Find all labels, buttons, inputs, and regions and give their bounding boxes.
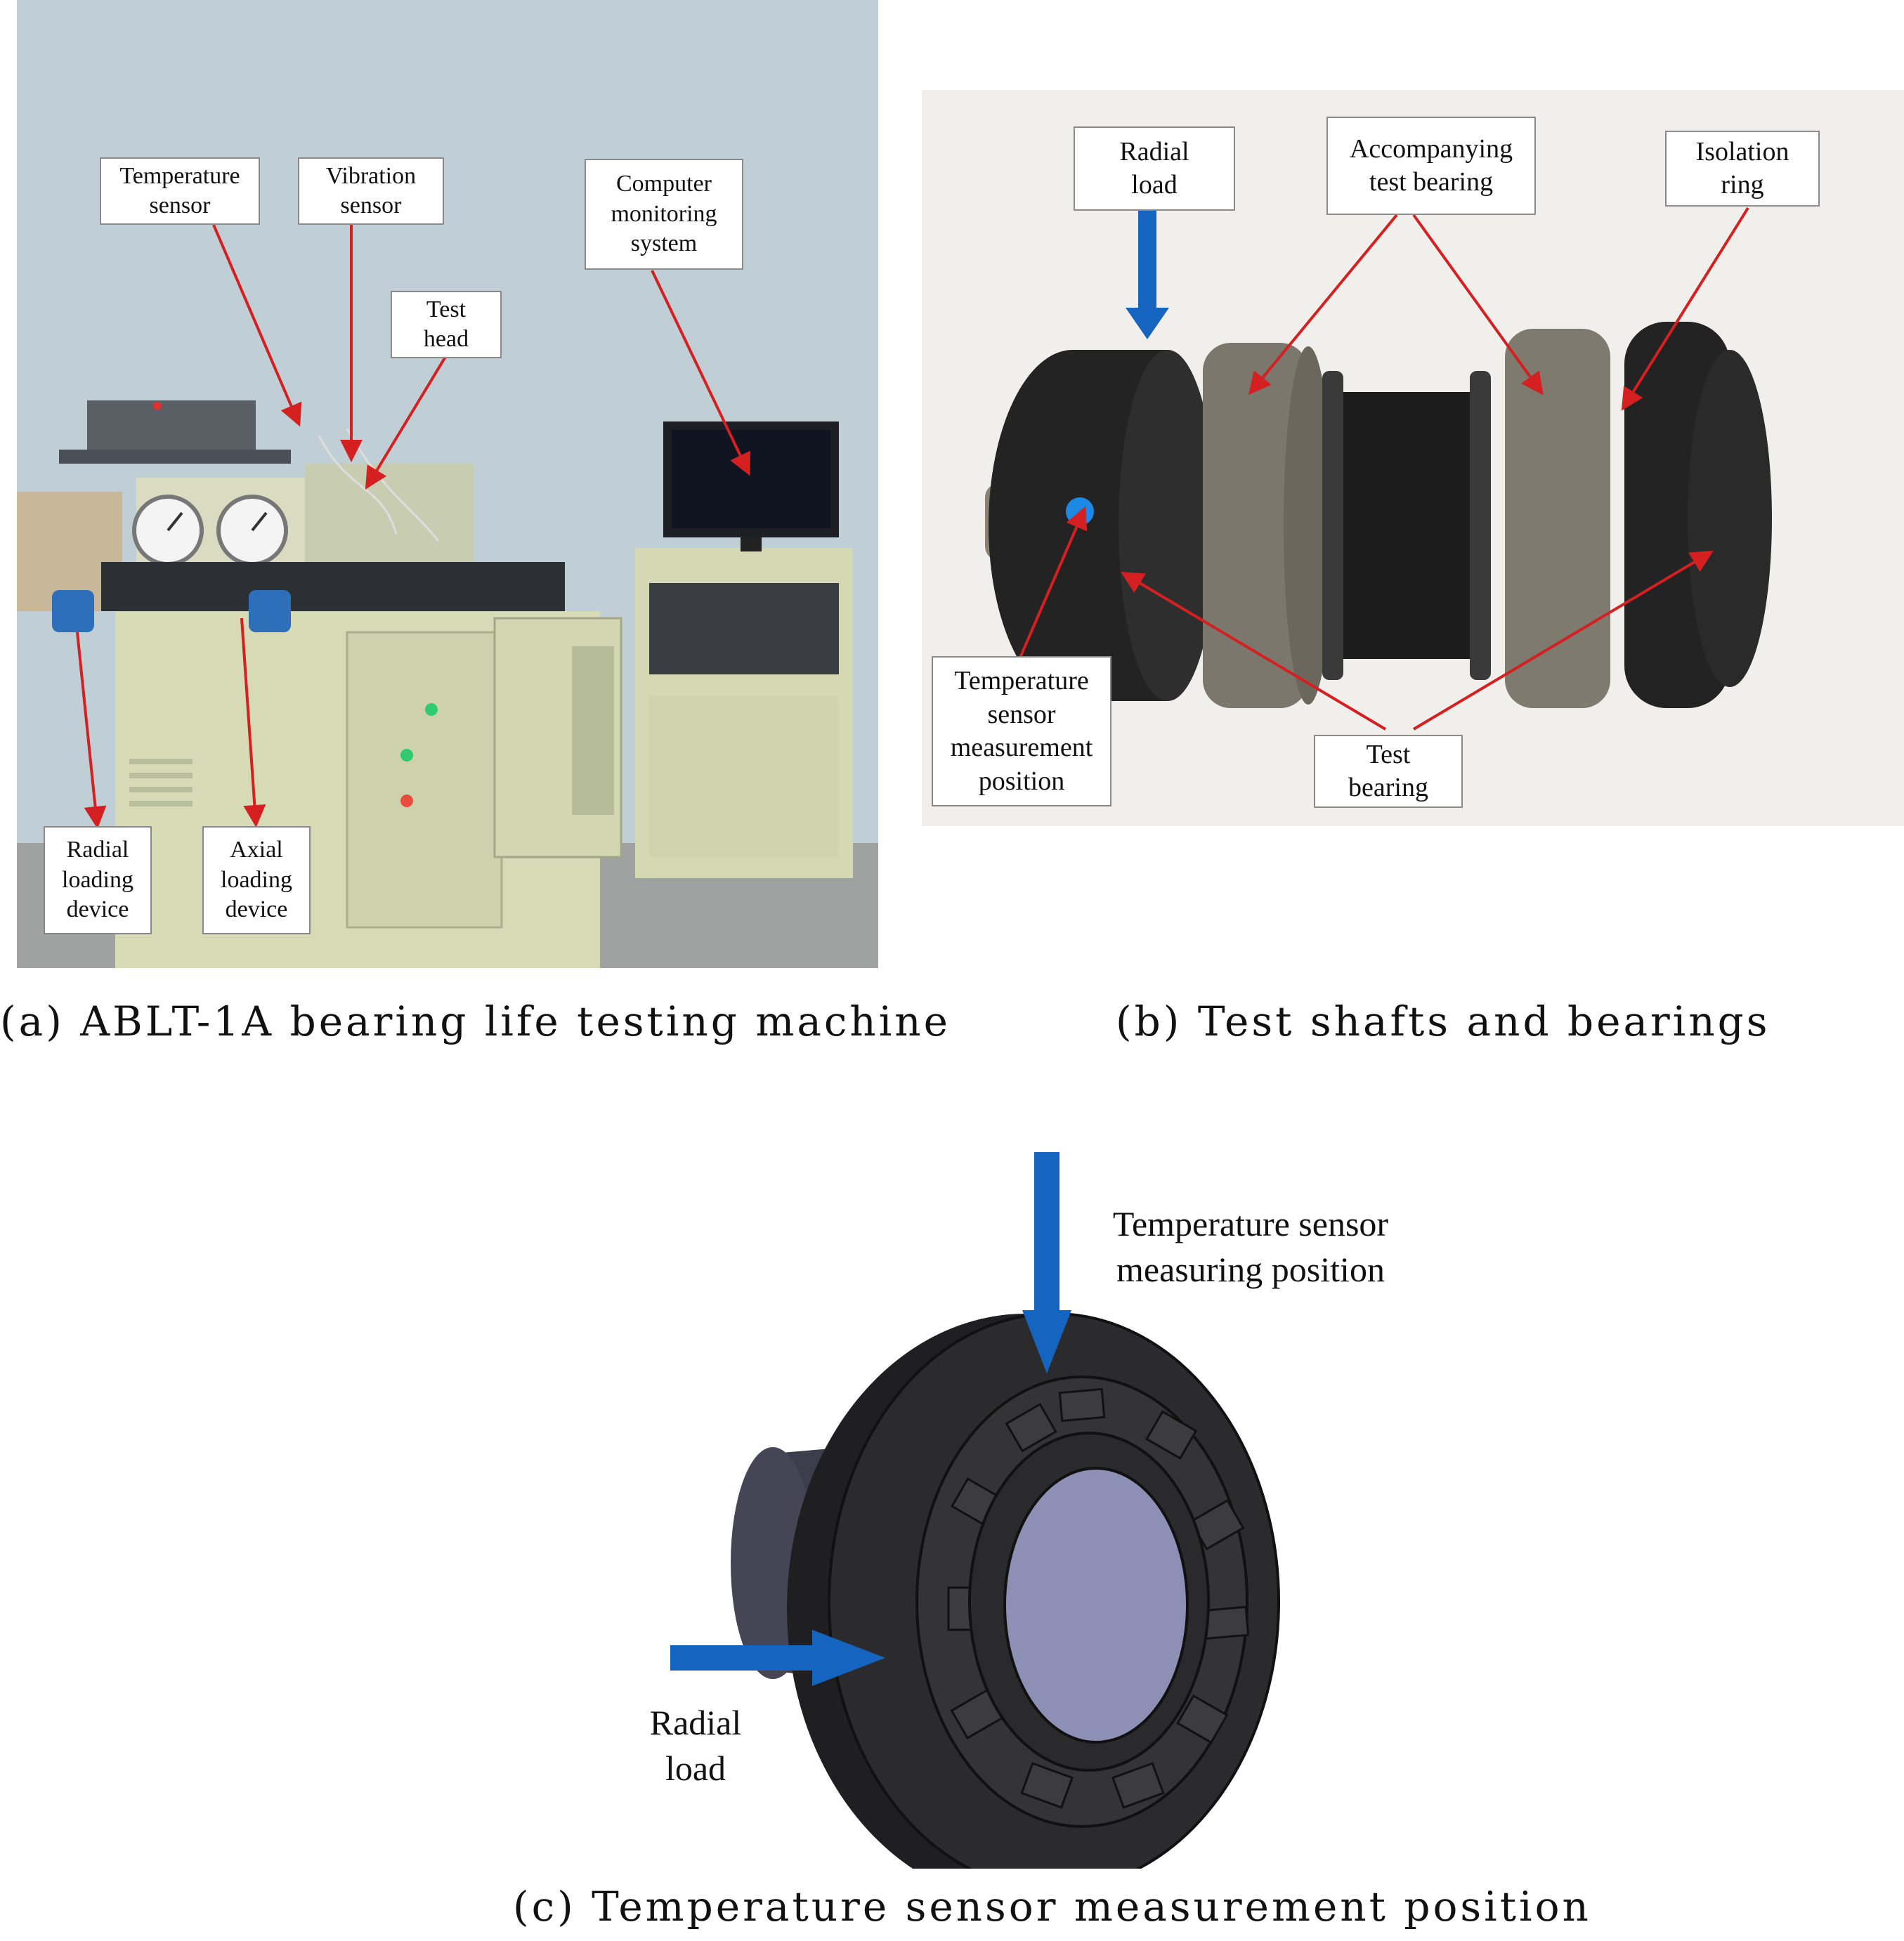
caption-c: (c) Temperature sensor measurement posit…: [513, 1883, 1591, 1930]
radial-load-arrow-shaft: [1138, 211, 1156, 309]
label-radial-load-b: Radial load: [1074, 126, 1235, 211]
panel-a-pointer-arrows: [76, 224, 751, 829]
label-vibration-sensor: Vibration sensor: [298, 157, 444, 225]
label-temperature-measuring-position: Temperature sensor measuring position: [1112, 1204, 1389, 1289]
panel-b-arrows: [1019, 207, 1749, 731]
bearing-render-svg: [731, 1312, 1280, 1869]
panel-c-arrows: [670, 1152, 1071, 1686]
temperature-position-arrow: [1034, 1152, 1059, 1314]
label-computer-monitoring-system: Computer monitoring system: [585, 159, 743, 270]
label-isolation-ring: Isolation ring: [1665, 131, 1820, 207]
photo-test-shafts-bearings: Radial load Accompanying test bearing Is…: [922, 90, 1904, 826]
photo-testing-machine: Temperature sensor Vibration sensor Comp…: [17, 0, 878, 968]
label-temperature-sensor-position: Temperature sensor measurement position: [932, 656, 1111, 806]
radial-load-arrow: [670, 1645, 818, 1671]
label-test-bearing: Test bearing: [1314, 735, 1463, 808]
bearing-render: [632, 1152, 1475, 1869]
label-test-head: Test head: [391, 291, 502, 358]
label-axial-loading-device: Axial loading device: [202, 826, 311, 934]
label-accompanying-test-bearing: Accompanying test bearing: [1326, 117, 1536, 215]
label-temperature-sensor: Temperature sensor: [100, 157, 260, 225]
label-radial-loading-device: Radial loading device: [44, 826, 152, 934]
caption-b: (b) Test shafts and bearings: [1116, 998, 1771, 1045]
label-radial-load-c: Radial load: [649, 1703, 742, 1788]
caption-a: (a) ABLT-1A bearing life testing machine: [0, 998, 951, 1045]
